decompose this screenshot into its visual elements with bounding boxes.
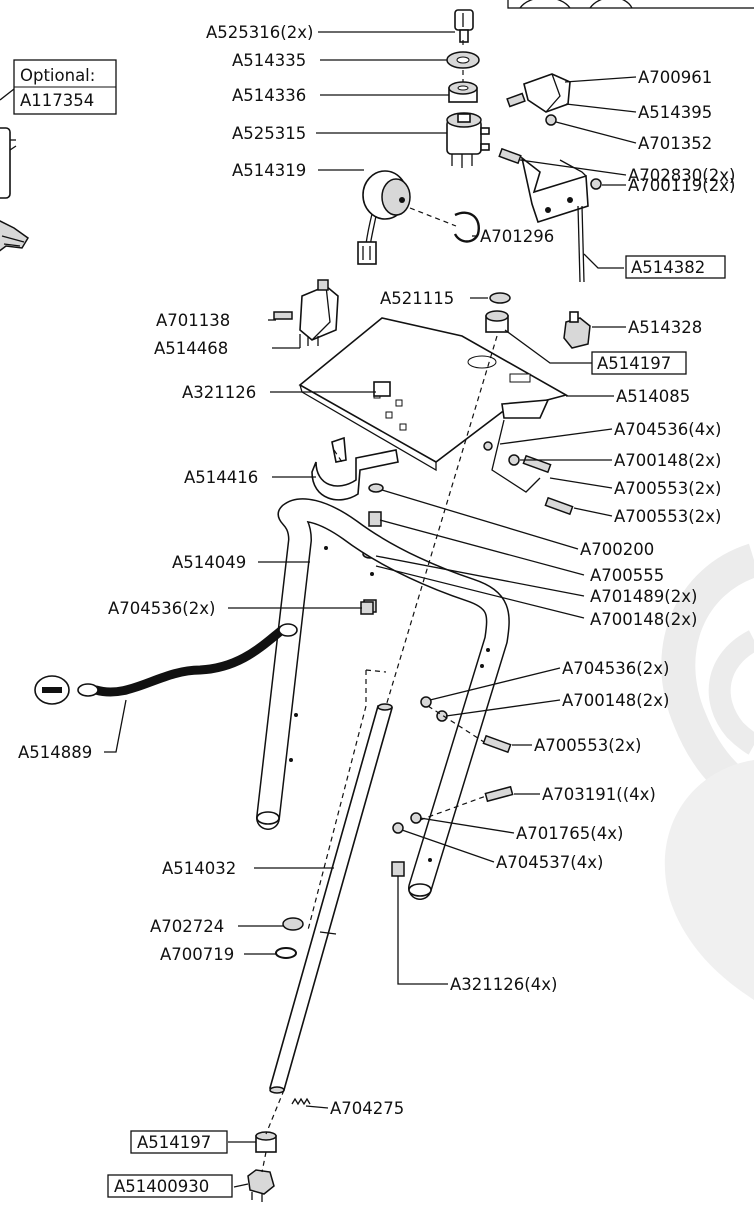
label-a704537: A704537(4x)	[496, 853, 603, 872]
ring-graphic	[446, 51, 480, 69]
knob-graphic	[247, 1169, 275, 1202]
watermark-logo	[661, 543, 754, 1000]
cable-bracket-graphic	[311, 436, 399, 501]
boxed-label-a51400930: A51400930	[107, 1174, 233, 1198]
leader-lines	[104, 31, 637, 1188]
ignition-switch-graphic	[446, 112, 490, 168]
boxed-label-a514197-bottom: A514197	[130, 1130, 228, 1154]
label-a514889: A514889	[18, 743, 92, 762]
dash-panel-graphic	[298, 317, 569, 493]
label-a700553-a: A700553(2x)	[614, 479, 721, 498]
label-a702830: A702830(2x)	[628, 166, 735, 185]
optional-part-label: Optional: A117354	[13, 59, 117, 115]
label-a514336: A514336	[232, 86, 306, 105]
label-a321126-top: A321126	[182, 383, 256, 402]
label-a514032: A514032	[162, 859, 236, 878]
label-a704536-4x: A704536(4x)	[614, 420, 721, 439]
label-a704275: A704275	[330, 1099, 404, 1118]
callout-labels: A525316(2x) A514335 A514336 A525315 A514…	[18, 23, 735, 1118]
label-a700555: A700555	[590, 566, 664, 585]
label-a525315: A525315	[232, 124, 306, 143]
label-a321126-bottom: A321126(4x)	[450, 975, 557, 994]
bracket-graphic	[498, 147, 602, 283]
label-a701765: A701765(4x)	[516, 824, 623, 843]
label-a51400930: A51400930	[114, 1177, 209, 1196]
boxed-label-a514197-top: A514197	[591, 351, 687, 375]
label-a700148-b: A700148(2x)	[590, 610, 697, 629]
optional-heading: Optional:	[20, 66, 95, 85]
label-a701138: A701138	[156, 311, 230, 330]
label-a700148-c: A700148(2x)	[562, 691, 669, 710]
optional-part-graphic	[0, 88, 29, 252]
label-a514335: A514335	[232, 51, 306, 70]
battery-cable-graphic	[34, 623, 298, 705]
key-graphic	[454, 9, 474, 43]
grommet-graphic	[489, 292, 511, 304]
handlebar-graphic	[256, 498, 510, 900]
label-a514049: A514049	[172, 553, 246, 572]
circlip-graphic	[453, 211, 480, 243]
label-a514085: A514085	[616, 387, 690, 406]
label-a514319: A514319	[232, 161, 306, 180]
steering-rod-graphic	[268, 703, 394, 1094]
relay-graphic	[273, 279, 339, 346]
label-a514468: A514468	[154, 339, 228, 358]
clip-top-graphic	[373, 381, 391, 397]
cropped-legend-box	[507, 0, 754, 9]
assembly-axes	[261, 40, 498, 1173]
switch-graphic	[563, 311, 591, 349]
label-a514382: A514382	[631, 258, 705, 277]
label-a514395: A514395	[638, 103, 712, 122]
spring-graphic	[291, 1097, 311, 1106]
label-a700553-b: A700553(2x)	[614, 507, 721, 526]
label-a700719: A700719	[160, 945, 234, 964]
label-a700553-c: A700553(2x)	[534, 736, 641, 755]
rod-clamp-graphic	[275, 917, 304, 959]
label-a703191: A703191((4x)	[542, 785, 656, 804]
label-a701489: A701489(2x)	[590, 587, 697, 606]
label-a700200: A700200	[580, 540, 654, 559]
nut-graphic	[448, 81, 478, 103]
label-a700148-a: A700148(2x)	[614, 451, 721, 470]
label-a704536-right: A704536(2x)	[562, 659, 669, 678]
label-a514197-bottom: A514197	[137, 1133, 211, 1152]
label-a700119: A700119(2x)	[628, 176, 735, 195]
hour-meter-graphic	[357, 170, 411, 265]
label-a514328: A514328	[628, 318, 702, 337]
label-a525316: A525316(2x)	[206, 23, 313, 42]
label-a514197-top: A514197	[597, 354, 671, 373]
label-a521115: A521115	[380, 289, 454, 308]
bushing-top-graphic	[485, 310, 509, 333]
label-a701352: A701352	[638, 134, 712, 153]
label-a700961: A700961	[638, 68, 712, 87]
nut-left-graphic	[360, 601, 374, 615]
bolt-group-graphic	[508, 454, 574, 516]
lever-graphic	[506, 73, 571, 126]
label-a701296: A701296	[480, 227, 554, 246]
label-a514416: A514416	[184, 468, 258, 487]
bushing-bottom-graphic	[255, 1131, 277, 1153]
label-a702724: A702724	[150, 917, 224, 936]
boxed-label-a514382: A514382	[625, 255, 726, 279]
optional-part-number: A117354	[20, 91, 94, 110]
label-a704536-left: A704536(2x)	[108, 599, 215, 618]
